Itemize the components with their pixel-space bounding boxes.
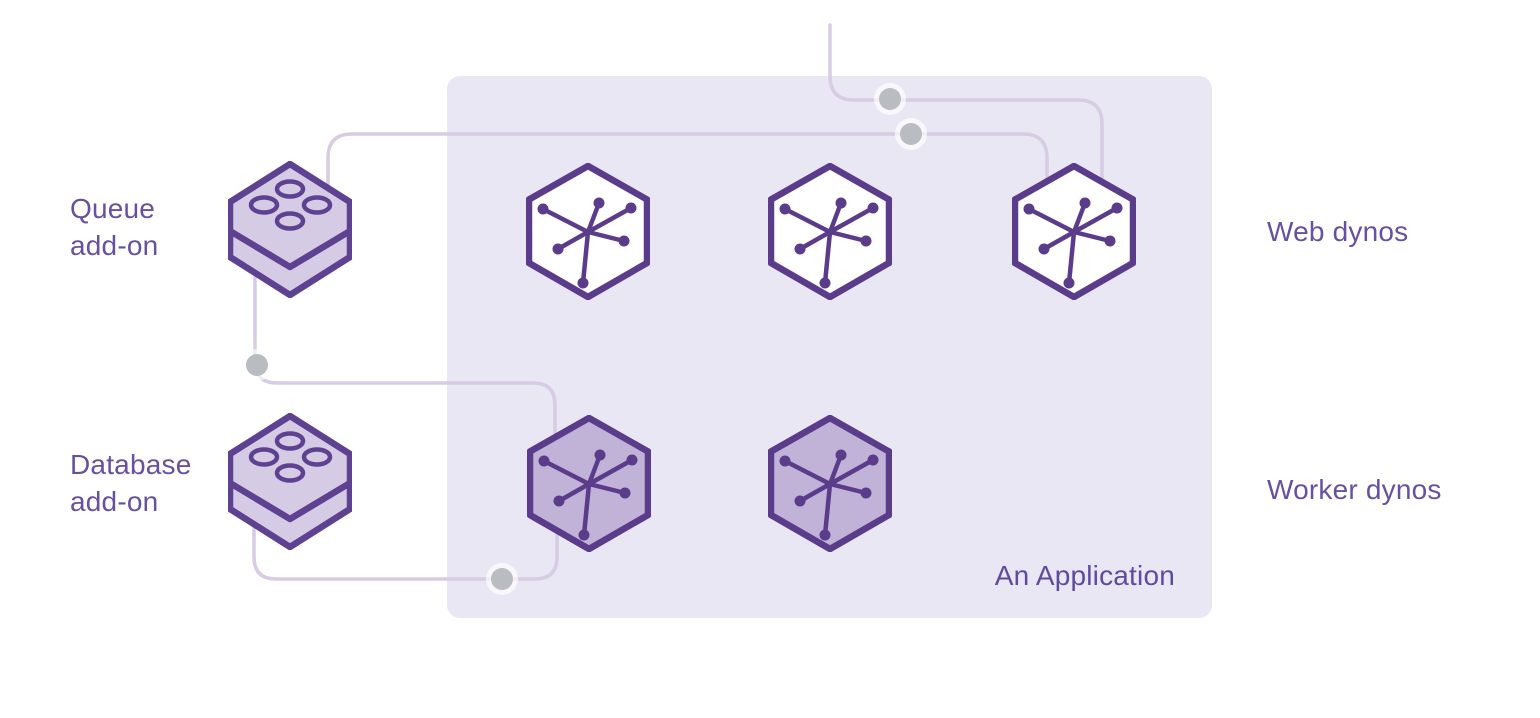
worker-dyno-icon-2: [768, 415, 892, 552]
flow-dot: [486, 563, 518, 595]
queue-addon-label-line2: add-on: [70, 230, 159, 261]
worker-dyno-icon-1: [527, 415, 651, 552]
connector-external-to-web-dyno-3: [828, 23, 1104, 197]
queue-addon-brick-icon: [228, 161, 352, 298]
application-label: An Application: [994, 560, 1175, 591]
queue-addon-label: Queue add-on: [70, 190, 158, 264]
database-addon-label-line1: Database: [70, 449, 192, 480]
flow-dot: [241, 349, 273, 381]
flow-dot: [895, 118, 927, 150]
connector-queue-to-web-dyno-3: [326, 132, 1049, 202]
web-dyno-icon-3: [1012, 163, 1136, 300]
database-addon-label-line2: add-on: [70, 486, 159, 517]
connector-database-to-worker-dyno-1: [252, 508, 559, 581]
database-addon-label: Database add-on: [70, 446, 191, 520]
flow-dot: [874, 83, 906, 115]
queue-addon-label-line1: Queue: [70, 193, 156, 224]
web-dynos-label: Web dynos: [1267, 216, 1409, 247]
database-addon-brick-icon: [228, 413, 352, 550]
web-dyno-icon-1: [526, 163, 650, 300]
web-dyno-icon-2: [768, 163, 892, 300]
worker-dynos-label: Worker dynos: [1267, 474, 1442, 505]
